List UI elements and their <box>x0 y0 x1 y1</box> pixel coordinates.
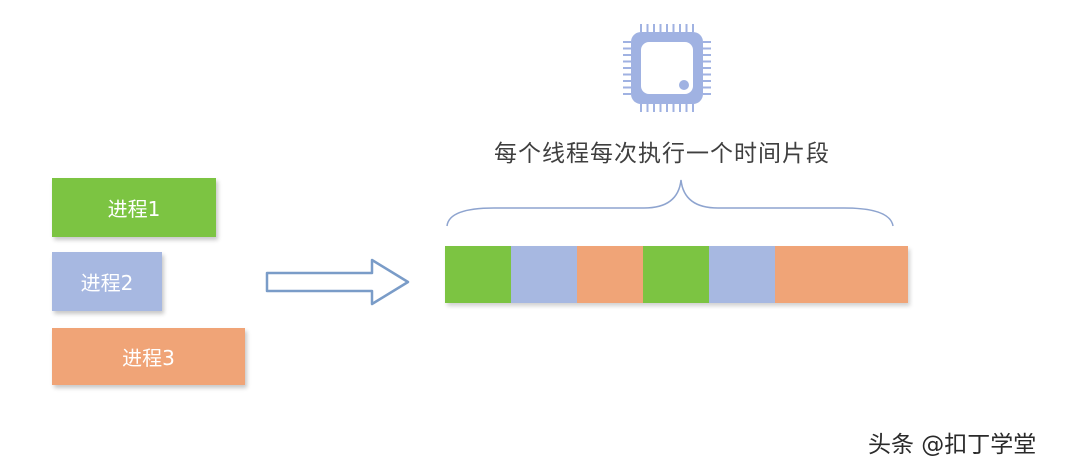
time-slice-timeline <box>445 246 908 303</box>
process-1-box: 进程1 <box>52 178 216 237</box>
process-2-label: 进程2 <box>80 271 134 295</box>
process-3-box: 进程3 <box>52 328 245 385</box>
timeline-segment <box>511 246 577 303</box>
timeline-segment <box>445 246 511 303</box>
process-2-box: 进程2 <box>52 252 162 311</box>
curly-brace <box>446 179 894 227</box>
watermark: 头条 @扣丁学堂 <box>868 432 1037 458</box>
time-slice-caption: 每个线程每次执行一个时间片段 <box>494 141 830 167</box>
timeline-segment <box>643 246 709 303</box>
process-1-label: 进程1 <box>107 197 161 221</box>
timeline-segment <box>709 246 775 303</box>
timeline-segment <box>775 246 908 303</box>
right-arrow-icon <box>265 258 410 306</box>
timeline-segment <box>577 246 643 303</box>
process-3-label: 进程3 <box>122 346 175 370</box>
cpu-chip-icon <box>623 24 711 112</box>
